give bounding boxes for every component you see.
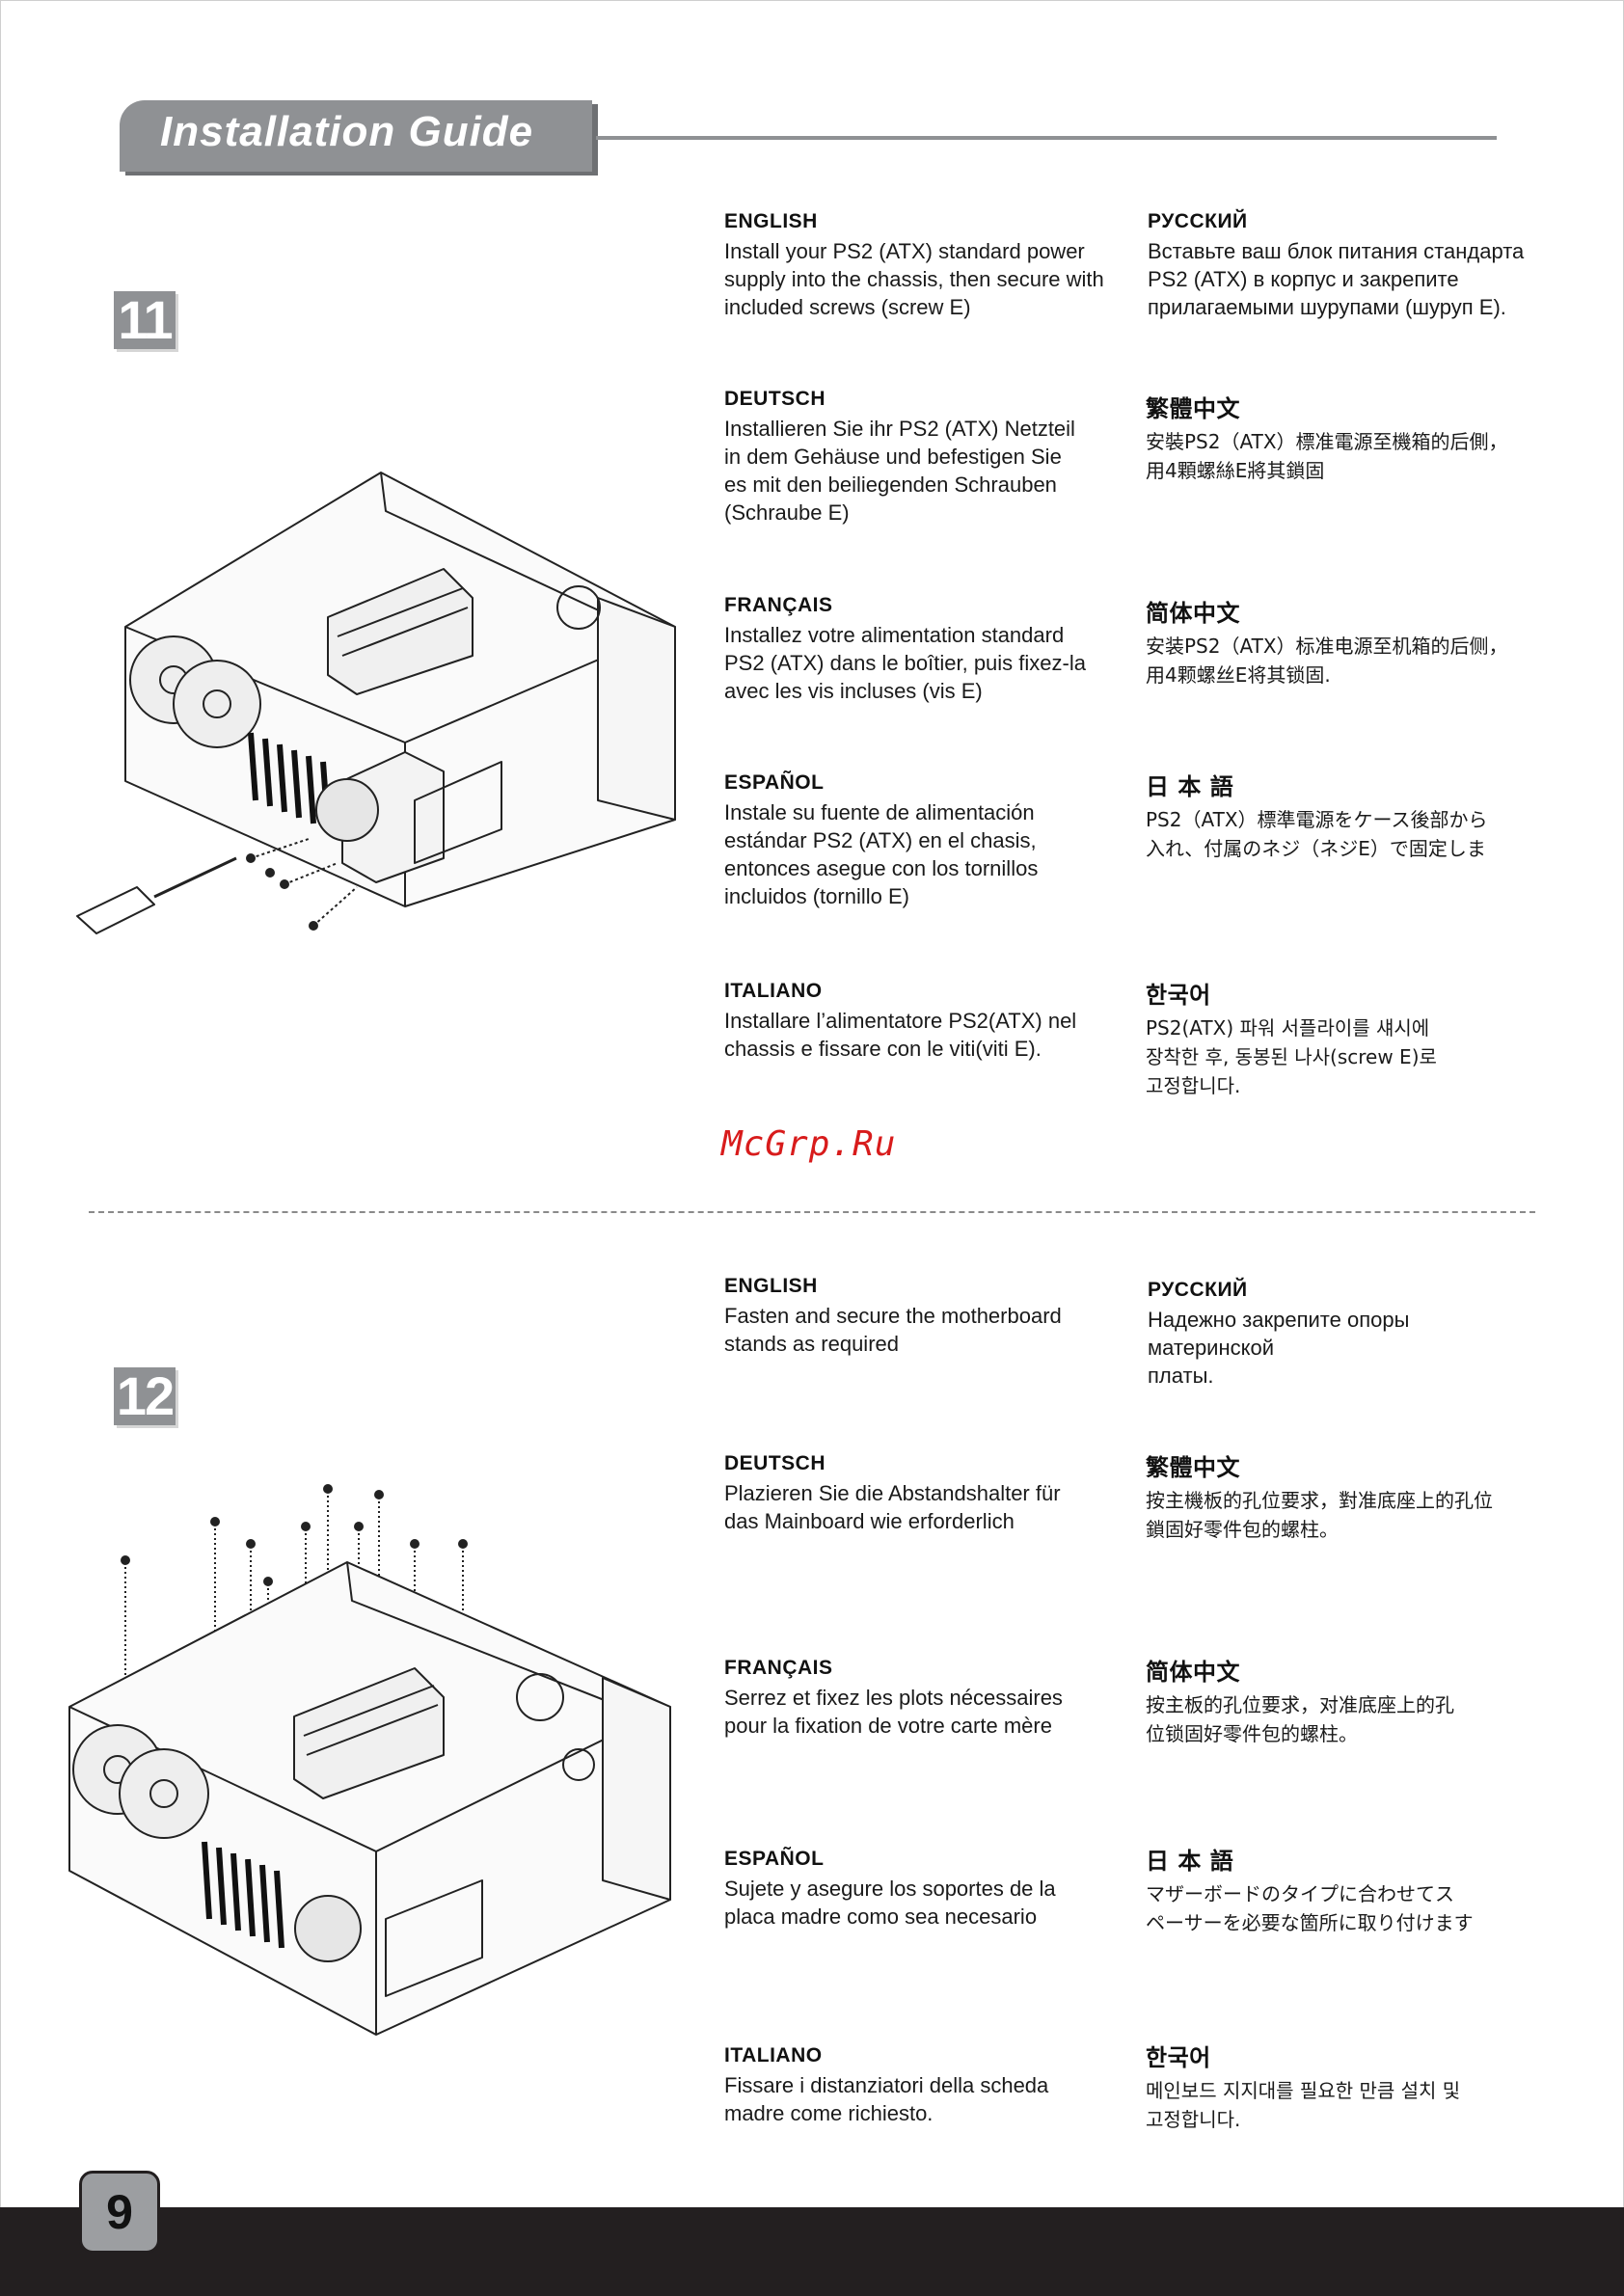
- lang-text-japanese: マザーボードのタイプに合わせてス ペーサーを必要な箇所に取り付けます: [1146, 1882, 1474, 1934]
- lang-title-simp-chinese: 简体中文: [1146, 1659, 1240, 1686]
- lang-title-espanol: ESPAÑOL: [724, 1848, 825, 1870]
- step-number-12: 12: [114, 1367, 176, 1425]
- lang-title-espanol: ESPAÑOL: [724, 771, 825, 794]
- lang-text-english: Install your PS2 (ATX) standard power su…: [724, 239, 1104, 319]
- step11-italiano: ITALIANO Installare l’alimentatore PS2(A…: [724, 980, 1120, 1063]
- lang-title-trad-chinese: 繁體中文: [1146, 1454, 1240, 1481]
- lang-title-japanese: 日 本 語: [1146, 1848, 1234, 1875]
- lang-text-deutsch: Plazieren Sie die Abstandshalter für das…: [724, 1481, 1061, 1533]
- lang-title-francais: FRANÇAIS: [724, 594, 833, 616]
- step12-espanol: ESPAÑOL Sujete y asegure los soportes de…: [724, 1848, 1120, 1931]
- step11-japanese: 日 本 語 PS2（ATX）標準電源をケース後部から 入れ、付属のネジ（ネジE）…: [1146, 768, 1531, 863]
- page-number: 9: [79, 2171, 160, 2254]
- lang-text-korean: 메인보드 지지대를 필요한 만큼 설치 및 고정합니다.: [1146, 2079, 1461, 2131]
- step11-russian: РУССКИЙ Вставьте ваш блок питания станда…: [1148, 210, 1533, 321]
- step12-japanese: 日 本 語 マザーボードのタイプに合わせてス ペーサーを必要な箇所に取り付けます: [1146, 1842, 1531, 1937]
- lang-text-simp-chinese: 安装PS2（ATX）标准电源至机箱的后侧， 用4颗螺丝E将其锁固.: [1146, 635, 1508, 687]
- lang-text-francais: Serrez et fixez les plots nécessaires po…: [724, 1686, 1063, 1738]
- motherboard-standoffs-illustration: [68, 1484, 671, 2036]
- lang-text-espanol: Instale su fuente de alimentación estánd…: [724, 800, 1039, 908]
- lang-text-espanol: Sujete y asegure los soportes de la plac…: [724, 1877, 1056, 1929]
- step12-francais: FRANÇAIS Serrez et fixez les plots néces…: [724, 1657, 1120, 1740]
- lang-text-simp-chinese: 按主板的孔位要求，对准底座上的孔 位锁固好零件包的螺柱。: [1146, 1693, 1454, 1745]
- lang-text-korean: PS2(ATX) 파워 서플라이를 섀시에 장착한 후, 동봉된 나사(scre…: [1146, 1016, 1437, 1097]
- lang-text-trad-chinese: 安裝PS2（ATX）標准電源至機箱的后側， 用4顆螺絲E將其鎖固: [1146, 430, 1508, 482]
- lang-text-english: Fasten and secure the motherboard stands…: [724, 1304, 1062, 1356]
- lang-title-japanese: 日 本 語: [1146, 773, 1234, 800]
- lang-text-japanese: PS2（ATX）標準電源をケース後部から 入れ、付属のネジ（ネジE）で固定しま: [1146, 808, 1488, 860]
- lang-text-trad-chinese: 按主機板的孔位要求，對准底座上的孔位 鎖固好零件包的螺柱。: [1146, 1489, 1493, 1541]
- lang-text-francais: Installez votre alimentation standard PS…: [724, 623, 1086, 703]
- step12-trad-chinese: 繁體中文 按主機板的孔位要求，對准底座上的孔位 鎖固好零件包的螺柱。: [1146, 1448, 1531, 1544]
- lang-title-russian: РУССКИЙ: [1148, 210, 1248, 232]
- lang-title-english: ENGLISH: [724, 1275, 818, 1297]
- step12-simp-chinese: 简体中文 按主板的孔位要求，对准底座上的孔 位锁固好零件包的螺柱。: [1146, 1653, 1531, 1748]
- lang-title-russian: РУССКИЙ: [1148, 1279, 1248, 1301]
- step11-trad-chinese: 繁體中文 安裝PS2（ATX）標准電源至機箱的后側， 用4顆螺絲E將其鎖固: [1146, 390, 1531, 485]
- header-rule: [596, 136, 1497, 140]
- lang-text-russian: Надежно закрепите опоры материнской плат…: [1148, 1308, 1410, 1388]
- step11-english: ENGLISH Install your PS2 (ATX) standard …: [724, 210, 1120, 321]
- lang-title-simp-chinese: 简体中文: [1146, 600, 1240, 627]
- lang-text-deutsch: Installieren Sie ihr PS2 (ATX) Netzteil …: [724, 417, 1075, 525]
- section-divider: [89, 1211, 1535, 1213]
- psu-installation-illustration: [76, 472, 676, 934]
- lang-text-italiano: Fissare i distanziatori della scheda mad…: [724, 2073, 1049, 2125]
- footer-bar: [0, 2207, 1624, 2296]
- step-number-11: 11: [114, 291, 176, 349]
- lang-title-deutsch: DEUTSCH: [724, 388, 826, 410]
- lang-title-korean: 한국어: [1146, 2044, 1211, 2071]
- step11-francais: FRANÇAIS Installez votre alimentation st…: [724, 594, 1120, 705]
- lang-title-italiano: ITALIANO: [724, 980, 823, 1002]
- lang-title-italiano: ITALIANO: [724, 2044, 823, 2066]
- lang-title-trad-chinese: 繁體中文: [1146, 395, 1240, 422]
- step12-korean: 한국어 메인보드 지지대를 필요한 만큼 설치 및 고정합니다.: [1146, 2039, 1531, 2134]
- step11-korean: 한국어 PS2(ATX) 파워 서플라이를 섀시에 장착한 후, 동봉된 나사(…: [1146, 976, 1531, 1100]
- watermark: McGrp.Ru: [721, 1124, 897, 1164]
- step12-deutsch: DEUTSCH Plazieren Sie die Abstandshalter…: [724, 1452, 1120, 1535]
- lang-title-english: ENGLISH: [724, 210, 818, 232]
- page-title: Installation Guide: [160, 108, 534, 155]
- step11-espanol: ESPAÑOL Instale su fuente de alimentació…: [724, 771, 1120, 910]
- step12-italiano: ITALIANO Fissare i distanziatori della s…: [724, 2044, 1120, 2127]
- lang-title-francais: FRANÇAIS: [724, 1657, 833, 1679]
- step12-russian: РУССКИЙ Надежно закрепите опоры материнс…: [1148, 1279, 1533, 1390]
- step12-english: ENGLISH Fasten and secure the motherboar…: [724, 1275, 1120, 1358]
- header-tab: [120, 100, 592, 172]
- lang-text-russian: Вставьте ваш блок питания стандарта PS2 …: [1148, 239, 1525, 319]
- step11-simp-chinese: 简体中文 安装PS2（ATX）标准电源至机箱的后侧， 用4颗螺丝E将其锁固.: [1146, 594, 1531, 689]
- lang-title-korean: 한국어: [1146, 982, 1211, 1009]
- lang-title-deutsch: DEUTSCH: [724, 1452, 826, 1474]
- step11-deutsch: DEUTSCH Installieren Sie ihr PS2 (ATX) N…: [724, 388, 1120, 527]
- lang-text-italiano: Installare l’alimentatore PS2(ATX) nel c…: [724, 1009, 1077, 1061]
